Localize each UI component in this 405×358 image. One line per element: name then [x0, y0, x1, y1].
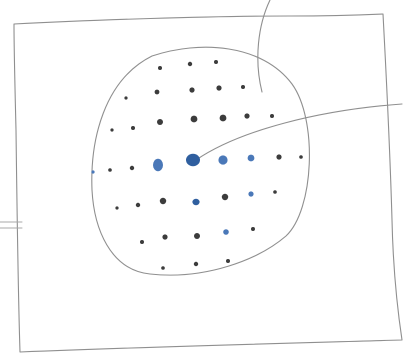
screen-sheet: [14, 14, 402, 352]
diffraction-spot-11: [157, 119, 163, 125]
diffraction-spot-19: [153, 159, 163, 171]
diffraction-spot-15: [270, 114, 274, 118]
diffraction-spot-34: [194, 233, 200, 239]
diffraction-spot-30: [248, 191, 253, 196]
diffraction-spot-9: [110, 128, 113, 131]
diffraction-spot-23: [276, 154, 281, 159]
diffraction-spot-31: [273, 190, 277, 194]
diffraction-spot-12: [191, 116, 198, 123]
diffraction-spot-1: [158, 66, 162, 70]
diffraction-spot-13: [220, 115, 227, 122]
left-edge-marker: [0, 222, 22, 228]
diffraction-spot-26: [136, 203, 140, 207]
diffraction-spot-8: [241, 85, 245, 89]
diffraction-spot-14: [244, 113, 249, 118]
diffraction-spot-25: [115, 206, 118, 209]
diffraction-spot-38: [194, 262, 198, 266]
diffraction-spot-20: [186, 154, 200, 166]
diffraction-spot-33: [162, 234, 167, 239]
diffraction-spot-28: [192, 199, 199, 205]
diffraction-spot-29: [222, 194, 228, 200]
upper-curve-line: [258, 0, 270, 92]
diffraction-spot-6: [189, 87, 194, 92]
center-ray-line: [196, 104, 402, 160]
diffraction-spot-4: [124, 96, 127, 99]
diffraction-spot-22: [248, 155, 255, 162]
diffraction-spot-37: [161, 266, 165, 270]
diffraction-spot-27: [160, 198, 166, 204]
diffraction-spot-17: [108, 168, 112, 172]
diffraction-spot-18: [130, 166, 134, 170]
diffraction-spot-39: [226, 259, 230, 263]
diffraction-spot-10: [131, 126, 135, 130]
diffraction-spot-24: [299, 155, 303, 159]
spot-pattern: [91, 60, 302, 270]
diffraction-spot-21: [218, 155, 227, 164]
spot-region-outline: [92, 47, 310, 275]
diffraction-spot-3: [214, 60, 218, 64]
diffraction-spot-5: [155, 90, 160, 95]
diffraction-spot-2: [188, 62, 192, 66]
diffraction-spot-32: [140, 240, 144, 244]
diffraction-spot-35: [223, 229, 229, 235]
diffraction-spot-7: [216, 85, 221, 90]
diffraction-spot-36: [251, 227, 255, 231]
diffraction-spot-16: [91, 170, 94, 173]
